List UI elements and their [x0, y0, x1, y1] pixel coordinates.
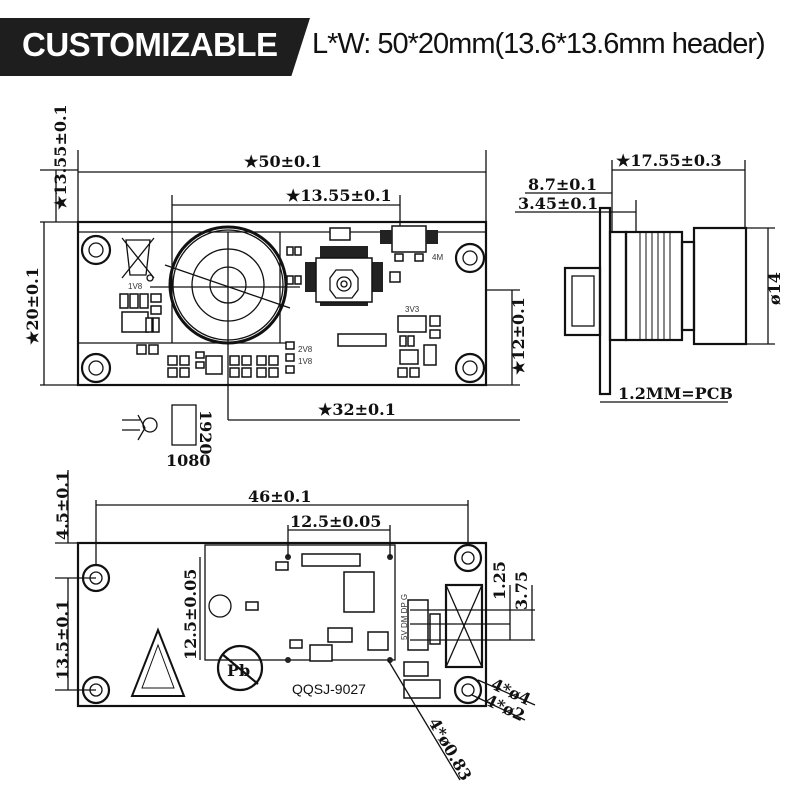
dim-header-width: ★13.55±0.1 — [286, 186, 392, 205]
side-view: ★17.55±0.3 8.7±0.1 3.45±0.1 ø14 1.2MM=PC… — [515, 151, 784, 403]
pcb-thickness-note: 1.2MM=PCB — [618, 384, 733, 403]
crystal-4m — [380, 225, 438, 262]
label-4m: 4M — [432, 253, 443, 262]
dim-lens-diameter: ø14 — [765, 272, 784, 305]
top-view: 1V8 2V8 1V8 — [23, 104, 528, 470]
left-components — [119, 246, 302, 378]
resolution-height: 1080 — [166, 451, 211, 470]
size-spec: L*W: 50*20mm(13.6*13.6mm header) — [312, 28, 766, 60]
dim-top-margin: 4.5±0.1 — [53, 471, 72, 540]
dim-lens-offset-y: ★12±0.1 — [509, 297, 528, 375]
resolution-frame-icon — [171, 404, 197, 446]
regulator-3v3 — [397, 315, 441, 378]
dim-side-b: 3.45±0.1 — [518, 194, 598, 213]
label-1v8: 1V8 — [298, 357, 313, 366]
usb-connector — [563, 266, 602, 337]
mounting-holes-top — [80, 234, 486, 384]
label-2v8: 2V8 — [298, 345, 313, 354]
doll-icon — [122, 414, 158, 441]
dim-length: ★50±0.1 — [244, 152, 322, 171]
lens — [150, 225, 520, 421]
dim-header-height: ★13.55±0.1 — [51, 104, 70, 210]
usb-connector-bottom — [410, 583, 535, 669]
lens-barrel — [624, 230, 684, 342]
pb-mark: Pb — [227, 661, 250, 680]
esd-warning-icon — [130, 627, 186, 697]
label-3v3: 3V3 — [405, 305, 420, 314]
dim-lens-span: 12.5±0.05 — [290, 512, 381, 531]
side-pcb — [598, 206, 612, 396]
hole-small: 4*ø0.83 — [425, 715, 476, 784]
label-1v8-left: 1V8 — [128, 282, 143, 291]
lens-front — [692, 226, 748, 346]
model-number: QQSJ-9027 — [292, 681, 366, 697]
dim-width: ★20±0.1 — [23, 267, 42, 345]
customizable-banner — [0, 18, 310, 76]
dim-lens-vertical: 12.5±0.05 — [181, 569, 200, 660]
bottom-view: 5V DM DP G Pb QQSJ-9027 46±0.1 12.5±0.05… — [53, 470, 536, 784]
top-board-outline — [76, 220, 488, 387]
customizable-label: CUSTOMIZABLE — [22, 26, 278, 63]
dim-side-total: ★17.55±0.3 — [616, 151, 722, 170]
dim-side-a: 8.7±0.1 — [528, 175, 597, 194]
usb-pin-labels: 5V DM DP G — [400, 594, 409, 640]
dim-hole-vertical: 13.5±0.1 — [53, 600, 72, 680]
image-sensor-chip — [305, 227, 401, 347]
bottom-components — [245, 553, 441, 699]
dim-hole-span: 46±0.1 — [248, 487, 312, 506]
dim-1-25: 1.25 — [490, 561, 509, 600]
dim-3-75: 3.75 — [512, 571, 531, 610]
dim-lens-offset-x: ★32±0.1 — [318, 400, 396, 419]
weee-bin-icon — [121, 237, 155, 282]
resolution-width: 1920 — [196, 410, 215, 455]
pb-free-icon: Pb — [216, 644, 264, 692]
